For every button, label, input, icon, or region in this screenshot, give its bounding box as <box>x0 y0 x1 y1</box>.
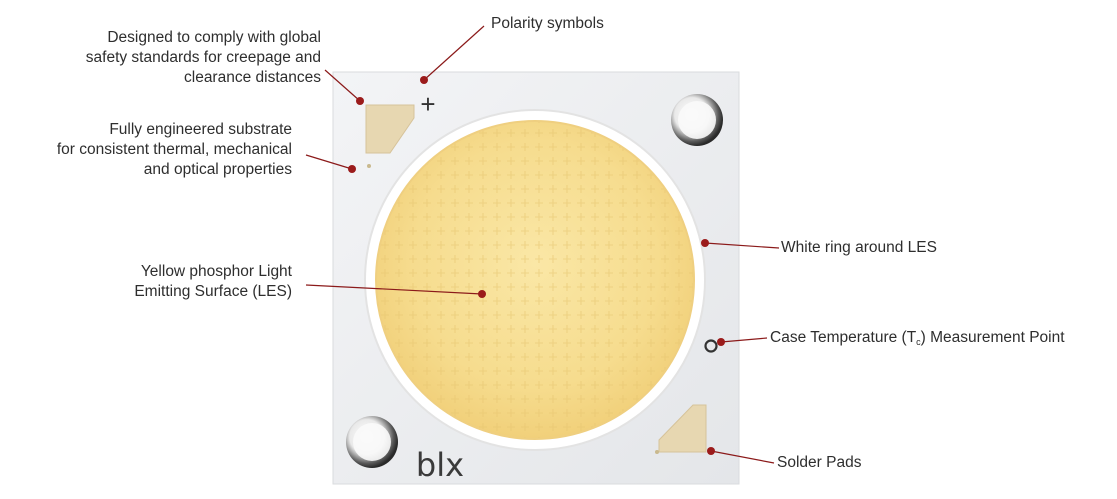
label-les-line-2: Emitting Surface (LES) <box>134 283 292 300</box>
dot-polarity <box>420 76 428 84</box>
label-les-line-1: Yellow phosphor Light <box>140 263 292 280</box>
leader-substrate <box>305 154 353 170</box>
dot-white-ring <box>701 239 709 247</box>
leader-case-temp <box>720 337 768 343</box>
solder-pad-bottom-right <box>658 404 707 453</box>
label-case-temp: Case Temperature (Tc) Measurement Point <box>770 328 1065 352</box>
dot-case-temp <box>717 338 725 346</box>
label-substrate-line-2: for consistent thermal, mechanical <box>56 141 292 158</box>
label-white-ring-text: White ring around LES <box>781 239 937 256</box>
label-polarity: Polarity symbols <box>491 14 604 34</box>
label-substrate-line-3: and optical properties <box>143 161 292 178</box>
label-standards: Designed to comply with global safety st… <box>86 28 321 88</box>
leader-les <box>305 284 483 295</box>
leader-solder-pads <box>710 450 775 464</box>
label-solder-pads-text: Solder Pads <box>777 454 862 471</box>
label-white-ring: White ring around LES <box>781 238 937 258</box>
label-les: Yellow phosphor Light Emitting Surface (… <box>134 262 292 302</box>
polarity-plus-symbol: + <box>420 89 435 119</box>
leader-white-ring <box>704 242 780 249</box>
label-polarity-text: Polarity symbols <box>491 15 604 32</box>
label-case-temp-pre: Case Temperature (T <box>770 329 917 346</box>
tc-measurement-point <box>704 339 718 353</box>
label-standards-line-1: Designed to comply with global <box>107 29 321 46</box>
label-case-temp-post: ) Measurement Point <box>920 329 1065 346</box>
leader-polarity <box>423 25 485 81</box>
label-substrate-line-1: Fully engineered substrate <box>109 121 292 138</box>
dot-standards <box>356 97 364 105</box>
dot-les <box>478 290 486 298</box>
label-standards-line-3: clearance distances <box>184 69 321 86</box>
dot-substrate <box>348 165 356 173</box>
blx-logo: blx <box>416 446 464 484</box>
label-case-temp-sub: c <box>916 337 921 347</box>
label-solder-pads: Solder Pads <box>777 453 861 473</box>
label-substrate: Fully engineered substrate for consisten… <box>57 120 292 180</box>
solder-pad-top-left <box>365 104 415 154</box>
label-standards-line-2: safety standards for creepage and <box>85 49 321 66</box>
dot-solder-pads <box>707 447 715 455</box>
leader-standards <box>324 69 361 102</box>
